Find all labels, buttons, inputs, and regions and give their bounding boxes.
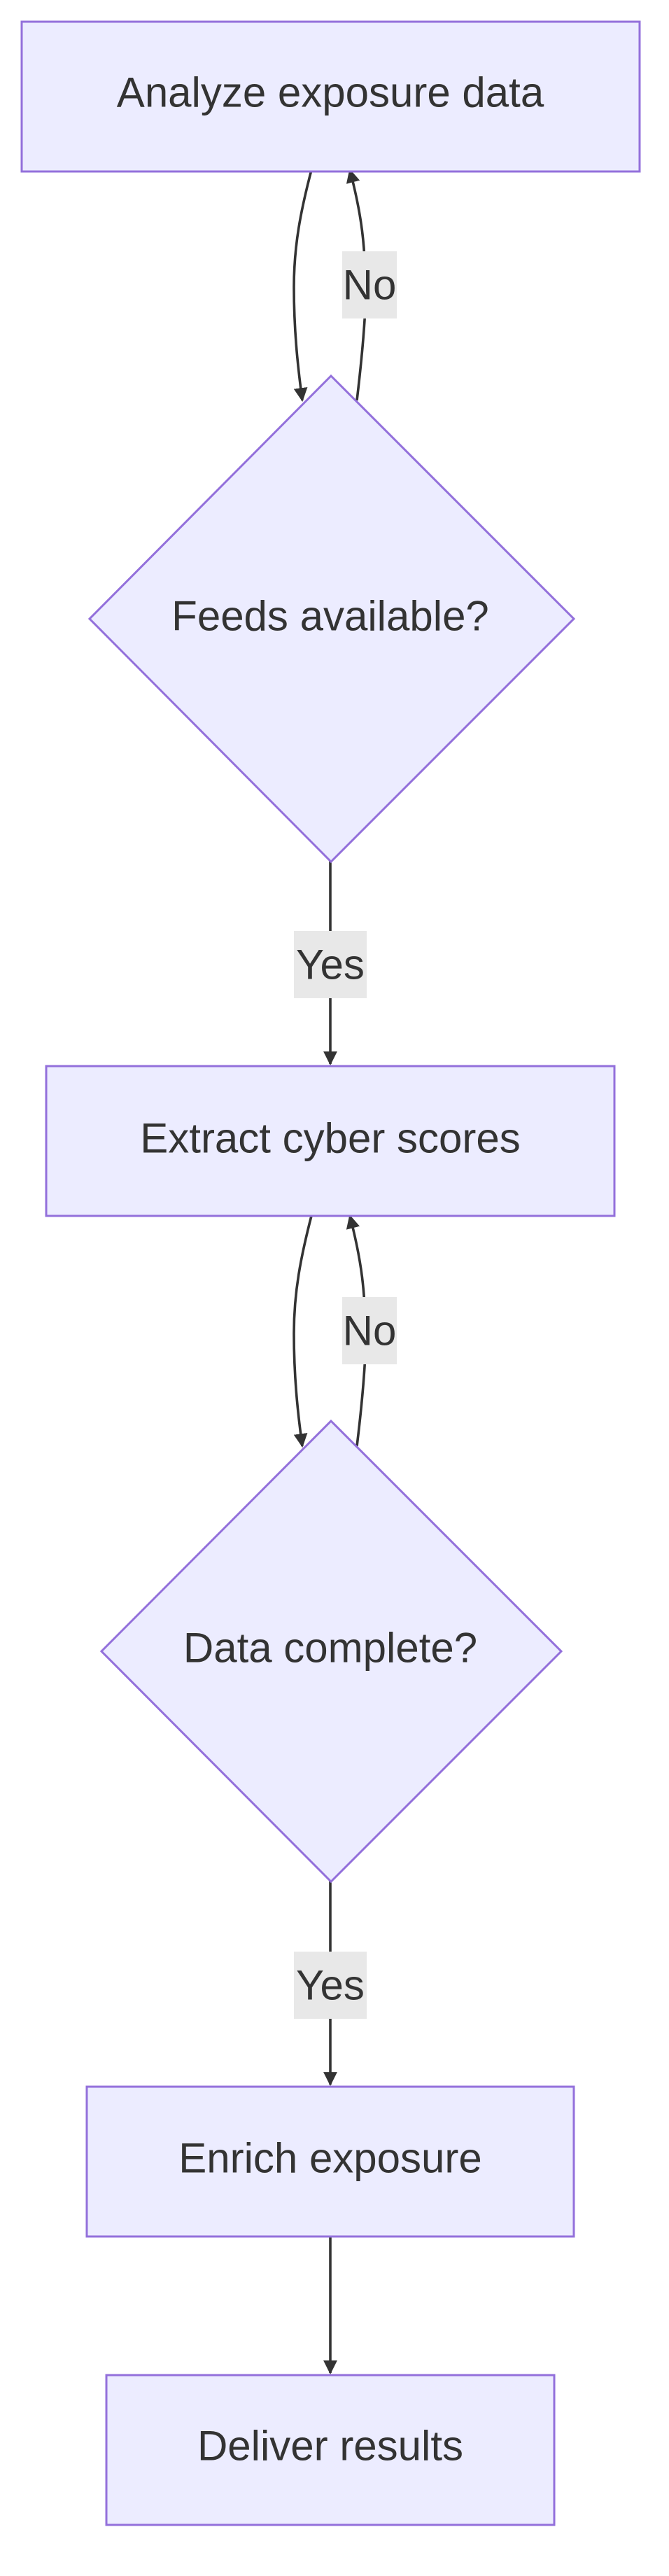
node-enrich-exposure-label: Enrich exposure	[178, 2135, 482, 2182]
node-deliver-results-label: Deliver results	[197, 2423, 463, 2470]
edge-label-feeds-no: No	[342, 251, 397, 318]
node-analyze-exposure-data-label: Analyze exposure data	[117, 69, 544, 116]
edge-label-complete-yes: Yes	[294, 1952, 367, 2019]
edge-analyze-to-feeds	[293, 169, 313, 402]
node-data-complete-label: Data complete?	[183, 1625, 477, 1672]
edge-label-feeds-yes-text: Yes	[296, 941, 365, 988]
edge-label-feeds-yes: Yes	[294, 931, 367, 998]
node-feeds-available: Feeds available?	[87, 374, 576, 864]
edge-labels: No Yes No Yes	[294, 251, 397, 2019]
nodes: Analyze exposure data Feeds available? E…	[20, 20, 641, 2526]
edge-label-complete-no-text: No	[343, 1308, 397, 1354]
edge-label-complete-no: No	[342, 1297, 397, 1364]
node-analyze-exposure-data: Analyze exposure data	[20, 20, 641, 173]
node-feeds-available-label: Feeds available?	[171, 593, 489, 640]
edge-label-complete-yes-text: Yes	[296, 1962, 365, 2009]
edge-label-feeds-no-text: No	[343, 262, 397, 309]
node-data-complete: Data complete?	[99, 1419, 563, 1884]
node-deliver-results: Deliver results	[105, 2374, 556, 2526]
node-extract-cyber-scores: Extract cyber scores	[45, 1065, 616, 1217]
node-extract-cyber-scores-label: Extract cyber scores	[140, 1115, 521, 1162]
edge-extract-to-complete	[293, 1215, 313, 1448]
node-enrich-exposure: Enrich exposure	[85, 2085, 575, 2238]
